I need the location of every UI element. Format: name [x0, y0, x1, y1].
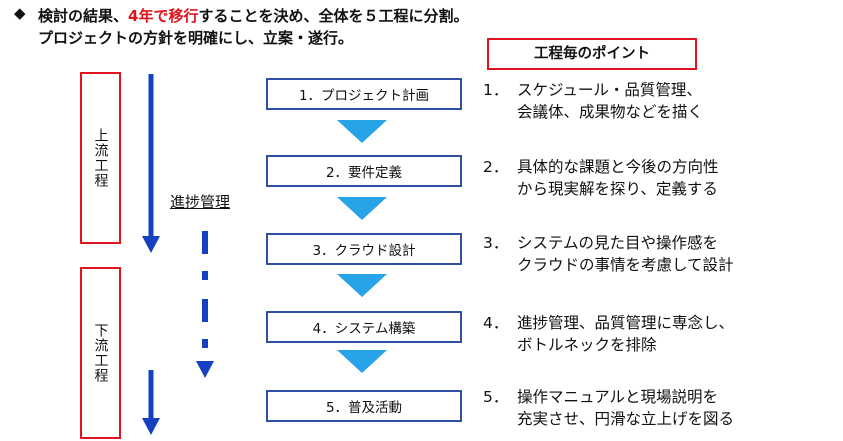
headline-bullet: ◆ — [14, 4, 26, 22]
chevron-3-icon — [337, 274, 387, 297]
upstream-arrowhead — [142, 236, 160, 253]
headline-highlight: 4年で移行 — [128, 7, 199, 25]
point-3-number: 3． — [483, 234, 509, 252]
points-header: 工程毎のポイント — [487, 38, 697, 70]
chevron-2-icon — [337, 197, 387, 220]
chevron-1-icon — [337, 120, 387, 143]
point-2-line1: 具体的な課題と今後の方向性 — [517, 158, 719, 176]
mgmt-dash-2 — [202, 271, 208, 280]
step-requirements: 2．要件定義 — [266, 155, 462, 187]
mgmt-dash-1 — [202, 231, 208, 254]
point-1: 1． スケジュール・品質管理、 会議体、成果物などを描く — [483, 79, 703, 123]
point-3-line1: システムの見た目や操作感を — [517, 234, 719, 252]
point-2-number: 2． — [483, 158, 509, 176]
phase-downstream: 下流工程 — [80, 267, 121, 439]
headline-text-a: 検討の結果、 — [38, 7, 129, 25]
point-4-number: 4． — [483, 314, 509, 332]
point-1-line1: スケジュール・品質管理、 — [517, 81, 702, 99]
point-4-line2: ボトルネックを排除 — [517, 336, 657, 354]
mgmt-dash-4 — [202, 339, 208, 348]
chevron-4-icon — [337, 350, 387, 373]
step-rollout: 5．普及活動 — [266, 390, 462, 422]
step-system-build: 4．システム構築 — [266, 311, 462, 343]
point-5-line2: 充実させ、円滑な立上げを図る — [517, 410, 735, 428]
point-5-line1: 操作マニュアルと現場説明を — [517, 388, 719, 406]
point-4-line1: 進捗管理、品質管理に専念し、 — [517, 314, 735, 332]
point-3: 3． システムの見た目や操作感を クラウドの事情を考慮して設計 — [483, 232, 734, 276]
point-5: 5． 操作マニュアルと現場説明を 充実させ、円滑な立上げを図る — [483, 386, 734, 430]
point-1-number: 1． — [483, 81, 509, 99]
headline: 検討の結果、4年で移行することを決め、全体を５工程に分割。 プロジェクトの方針を… — [38, 5, 468, 49]
step-cloud-design: 3．クラウド設計 — [266, 233, 462, 265]
point-3-line2: クラウドの事情を考慮して設計 — [517, 256, 734, 274]
point-4: 4． 進捗管理、品質管理に専念し、 ボトルネックを排除 — [483, 312, 734, 356]
headline-text-b: することを決め、全体を５工程に分割。 — [198, 7, 469, 25]
mgmt-dash-3 — [202, 299, 208, 322]
downstream-arrowhead — [142, 418, 160, 435]
mgmt-arrowhead — [196, 361, 214, 378]
step-project-planning: 1．プロジェクト計画 — [266, 78, 462, 110]
point-5-number: 5． — [483, 388, 509, 406]
headline-line2: プロジェクトの方針を明確にし、立案・遂行。 — [38, 29, 354, 47]
point-2: 2． 具体的な課題と今後の方向性 から現実解を探り、定義する — [483, 156, 719, 200]
point-1-line2: 会議体、成果物などを描く — [517, 103, 704, 121]
point-2-line2: から現実解を探り、定義する — [517, 180, 718, 198]
phase-upstream: 上流工程 — [80, 72, 121, 244]
headline-line1: 検討の結果、4年で移行することを決め、全体を５工程に分割。 — [38, 5, 468, 27]
progress-management-label: 進捗管理 — [170, 193, 231, 211]
